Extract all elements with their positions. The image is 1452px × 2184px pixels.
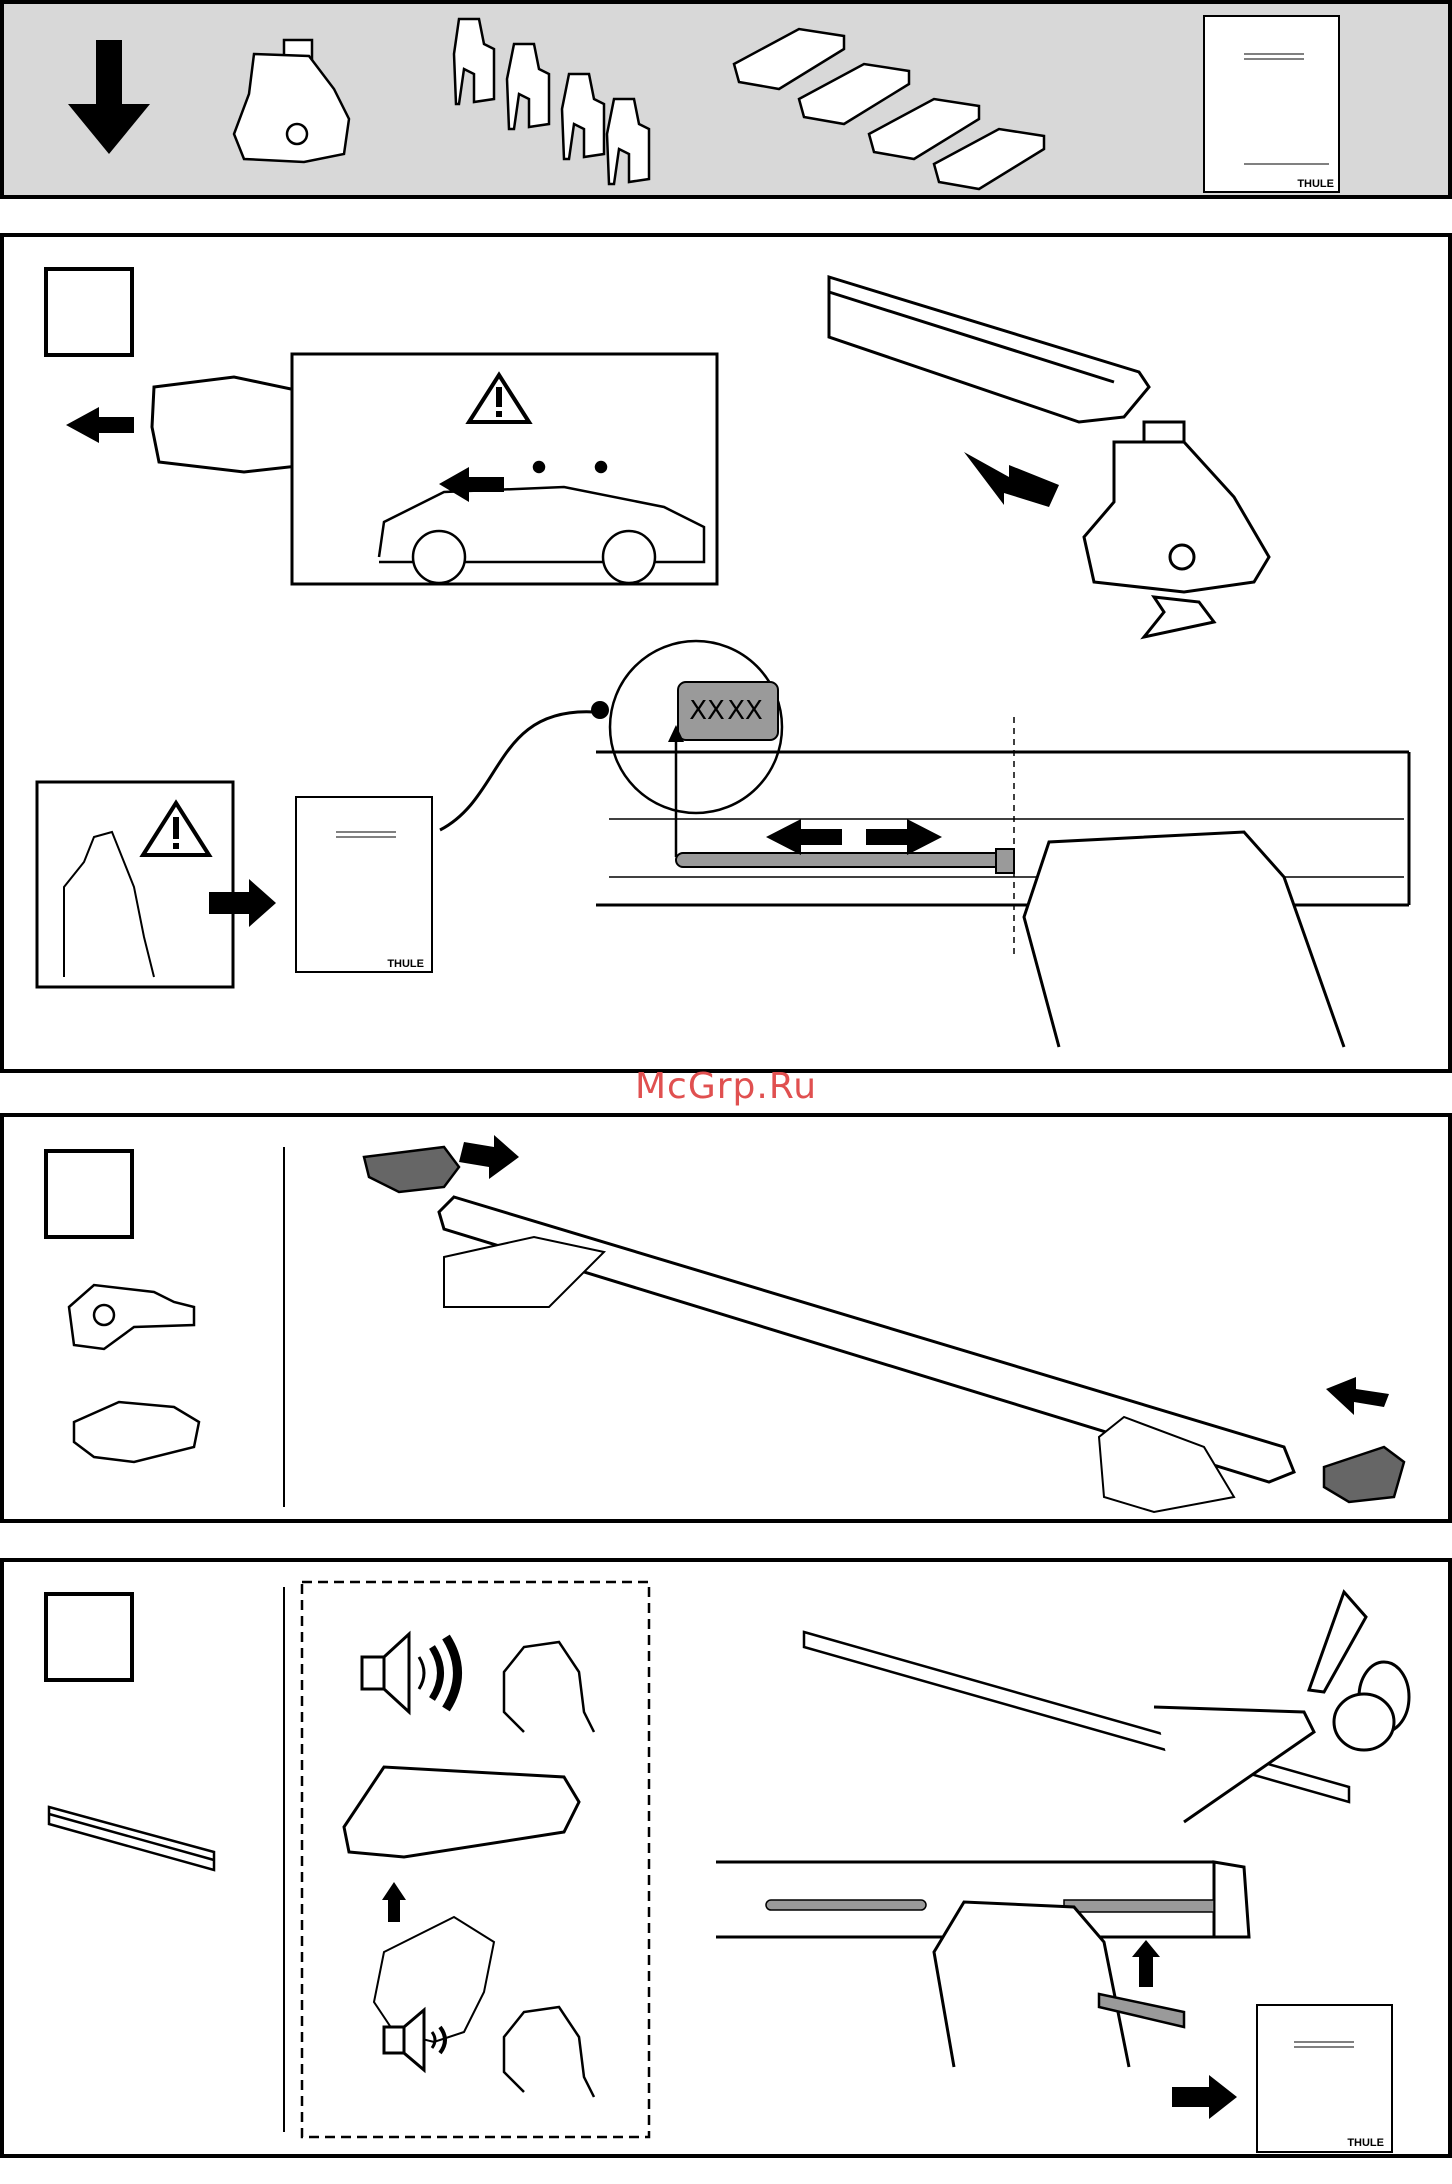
- hand-icon: [374, 1917, 494, 2042]
- parts-panel: THULE: [0, 0, 1452, 199]
- step3-panel: THULE: [0, 1558, 1452, 2158]
- bar-scale-zoom: XX XX: [610, 641, 782, 813]
- watermark: McGrp.Ru: [0, 1066, 1452, 1107]
- end-cap-icon: [74, 1402, 199, 1462]
- foot-icon: [234, 40, 349, 162]
- step2-panel: [0, 1113, 1452, 1523]
- manual-icon: [1257, 2005, 1392, 2152]
- end-cap-dark-icon: [1324, 1447, 1404, 1502]
- end-cap-dark-icon: [364, 1147, 459, 1192]
- scale-label-2: XX: [727, 696, 763, 726]
- foot-side-icon: [934, 1902, 1129, 2067]
- speaker-icon: [362, 1634, 458, 1712]
- booklet-brand: THULE: [1297, 178, 1334, 190]
- foot-side-icon: [1024, 832, 1344, 1047]
- step1-panel: THULE XX XX: [0, 233, 1452, 1073]
- callout-line: [440, 712, 594, 830]
- foot-support-icon: [444, 1237, 604, 1307]
- manual-brand: THULE: [387, 958, 424, 970]
- down-arrow-icon: [68, 40, 150, 154]
- right-down-arrow-icon: [964, 452, 1059, 507]
- left-arrow-icon: [66, 407, 134, 443]
- up-arrow-icon: [1132, 1940, 1160, 1987]
- scale-strip: [676, 853, 1004, 867]
- left-arrow-icon: [1326, 1377, 1389, 1415]
- sound-check-box: [302, 1582, 649, 2137]
- right-arrow-icon: [1172, 2075, 1237, 2119]
- manual-icon: [296, 797, 432, 972]
- right-arrow-icon: [866, 819, 942, 855]
- manual-brand: THULE: [1347, 2137, 1384, 2149]
- rubber-strip-icon: [49, 1807, 214, 1870]
- right-arrow-icon: [459, 1135, 519, 1179]
- bar-icon: [829, 277, 1149, 422]
- parts-illustration: THULE: [4, 4, 1452, 203]
- bar-profile-icon: [344, 1767, 579, 1857]
- step1-illustration: THULE XX XX: [4, 237, 1452, 1077]
- left-arrow-icon: [766, 819, 842, 855]
- foot-icon: [1084, 422, 1269, 637]
- head-icon: [504, 2007, 594, 2097]
- up-arrow-icon: [382, 1882, 406, 1922]
- end-cap-icon: [69, 1285, 194, 1349]
- clamp-icon: [454, 19, 649, 184]
- step3-illustration: THULE: [4, 1562, 1452, 2162]
- step2-illustration: [4, 1117, 1452, 1527]
- scissors-icon: [1154, 1592, 1409, 1822]
- rubber-pad-icon: [734, 29, 1044, 189]
- booklet-icon: THULE: [1204, 16, 1339, 192]
- scale-label-1: XX: [689, 696, 725, 726]
- head-icon: [504, 1642, 594, 1732]
